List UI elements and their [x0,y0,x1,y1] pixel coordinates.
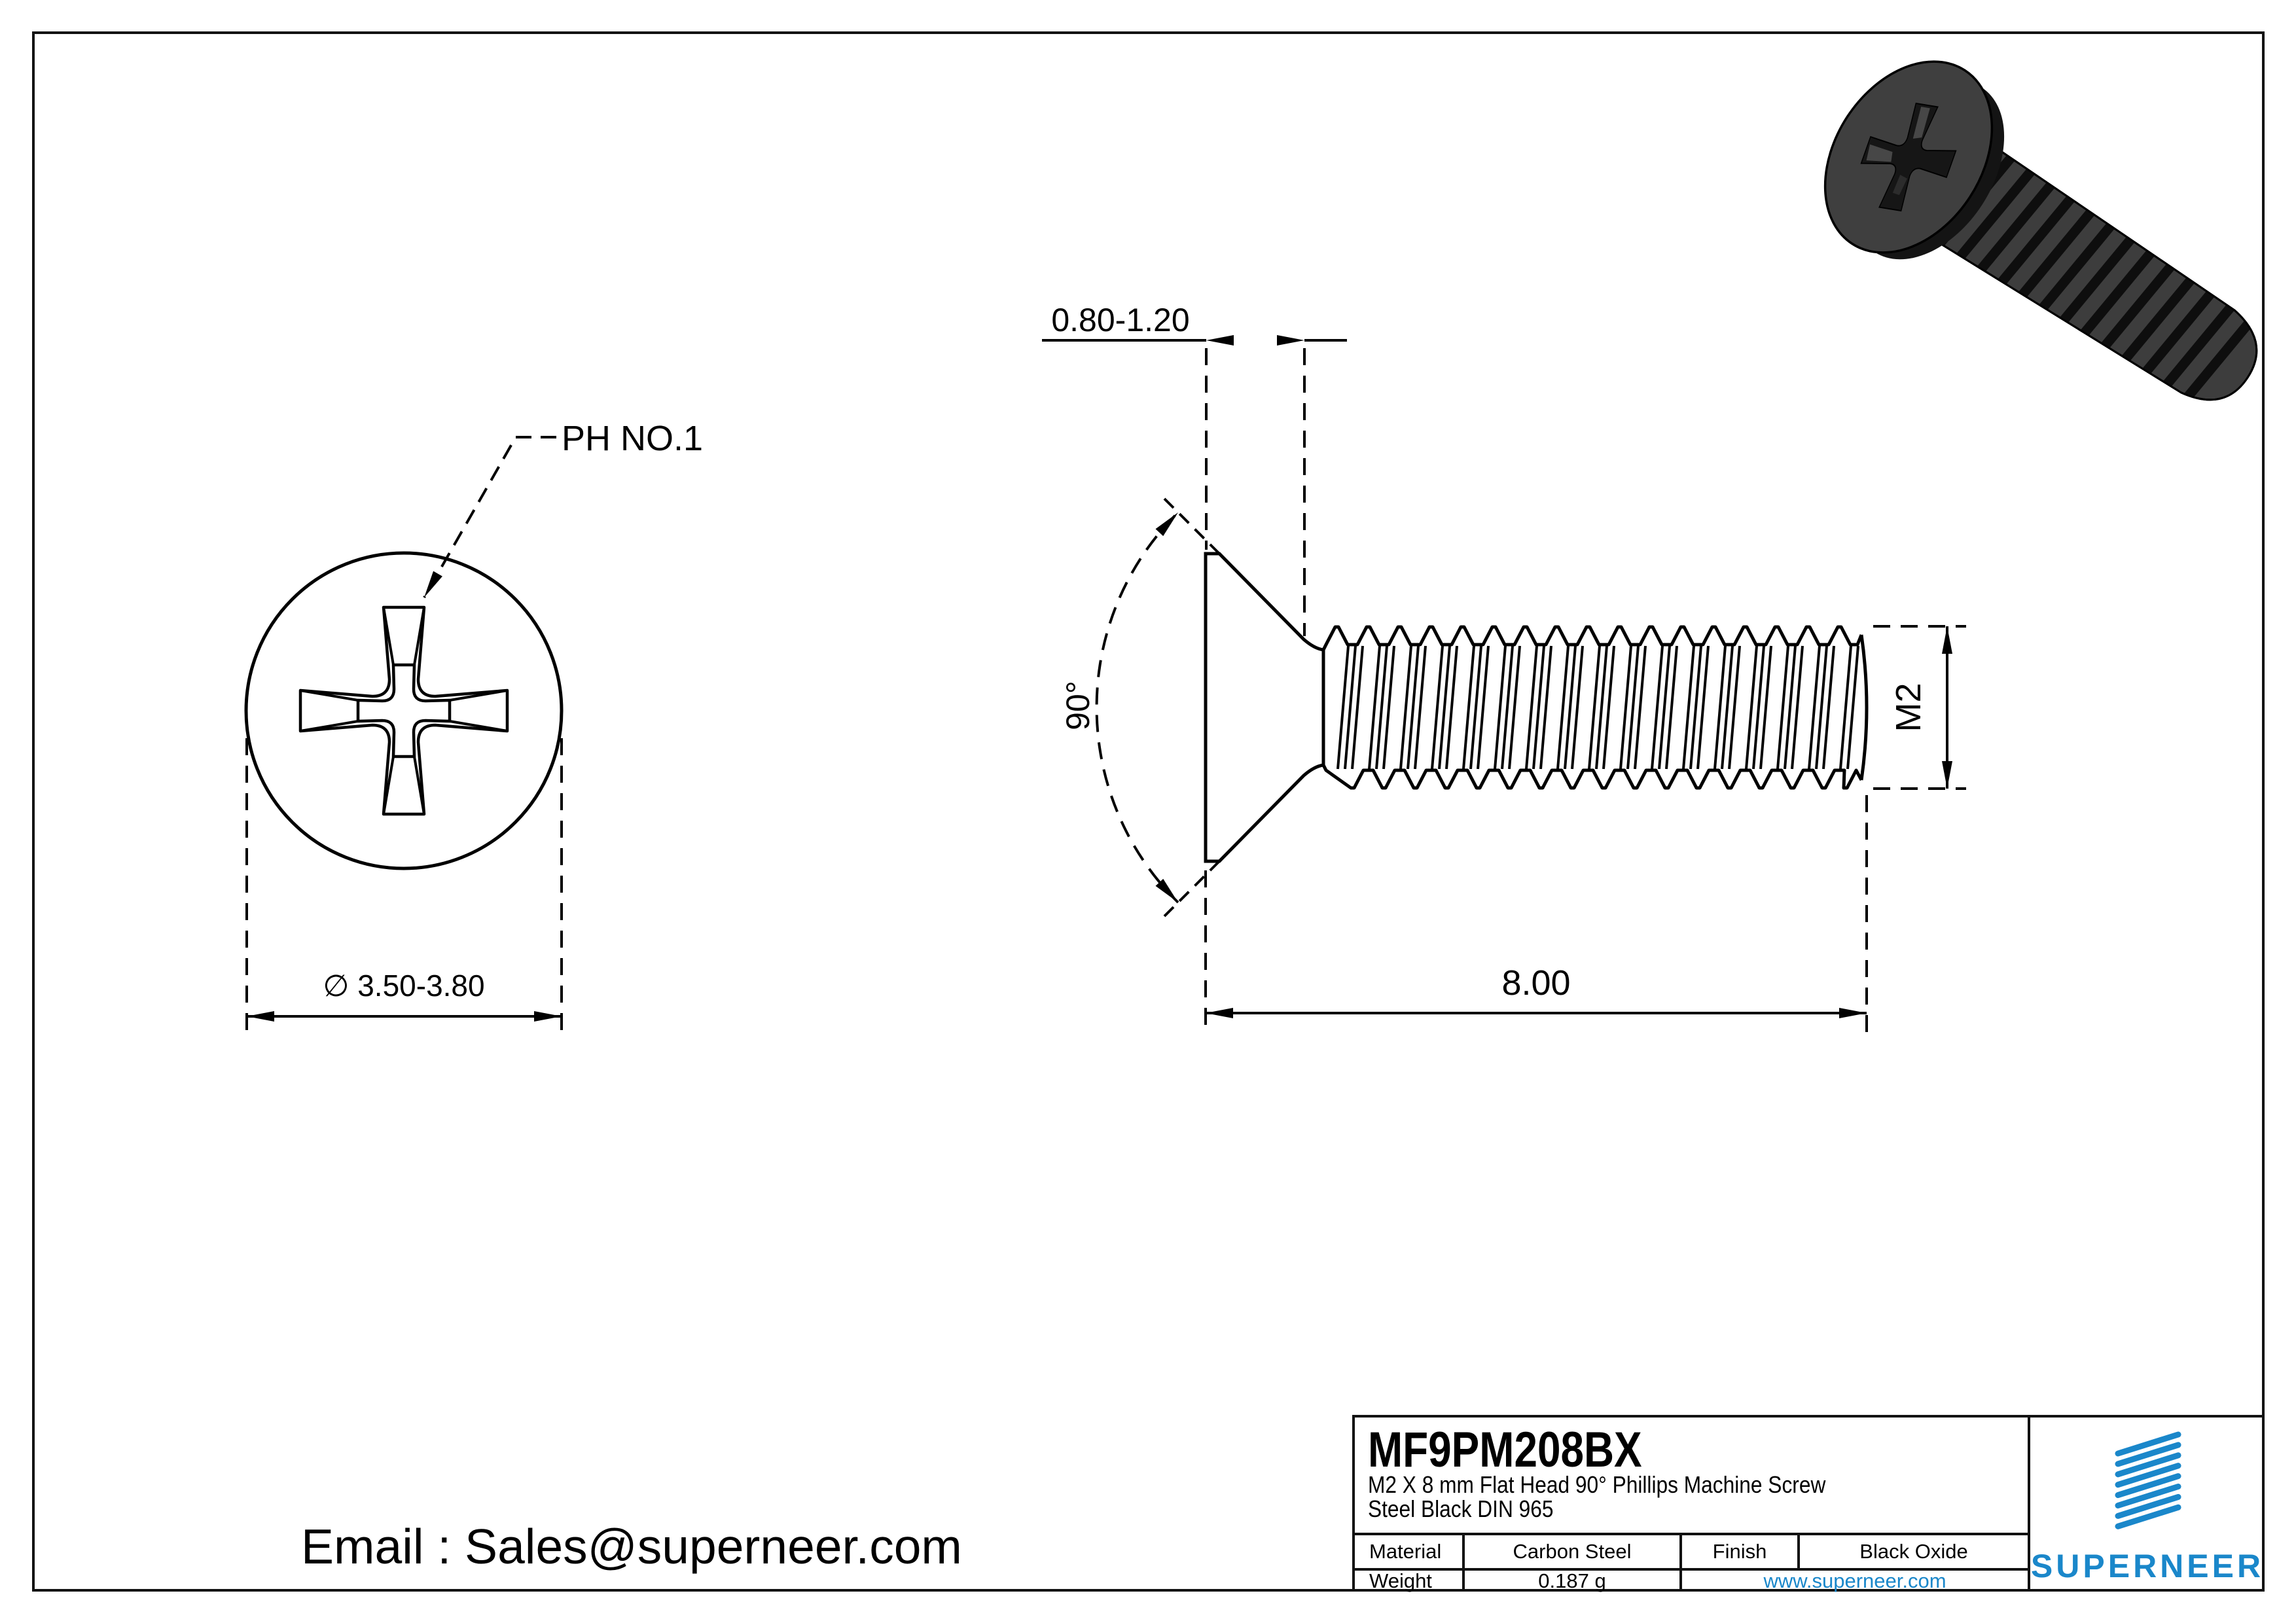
screw-3d-render [1823,60,2263,410]
weight-value: 0.187 g [1462,1568,1679,1592]
headheight-dimension-text: 0.80-1.20 [1051,302,1189,338]
finish-label: Finish [1679,1533,1797,1568]
leader-arrowheads [247,571,562,1022]
finish-value: Black Oxide [1797,1533,2028,1568]
brand-logo-icon [2115,1431,2181,1529]
dimension-arrowheads [1155,335,1952,1018]
website-link[interactable]: www.superneer.com [1679,1568,2028,1592]
screw-side-view: 0.80-1.20 90° M2 8.00 [1042,302,1966,1034]
length-dimension-text: 8.00 [1501,963,1570,1003]
material-value: Carbon Steel [1462,1533,1679,1568]
part-description: M2 X 8 mm Flat Head 90° Phillips Machine… [1368,1472,1825,1521]
description-line-2: Steel Black DIN 965 [1368,1495,1554,1522]
angle-ext-bottom [1163,860,1221,918]
material-label: Material [1355,1533,1462,1568]
thread-profile [1321,625,1869,790]
head-outline-circle [244,551,564,870]
phillips-recess [298,605,509,816]
sheet-border [32,31,2265,1592]
recess-label: PH NO.1 [562,419,703,458]
head-top-view: PH NO.1 ∅ 3.50-3.80 [244,419,703,1035]
m2-dimension-text: M2 [1889,683,1928,732]
brand-name: SUPERNEER [2030,1548,2265,1584]
title-block: MF9PM208BX M2 X 8 mm Flat Head 90° Phill… [1352,1415,2265,1592]
weight-label: Weight [1355,1568,1462,1592]
recess-leader-line [423,436,556,598]
dia-dimension-text: ∅ 3.50-3.80 [323,969,484,1003]
part-number: MF9PM208BX [1368,1422,1642,1478]
angle-ext-top [1163,497,1221,555]
angle-dimension-arc [1095,511,1179,904]
angle-dimension-text: 90° [1060,681,1096,730]
brand-logo-cell: SUPERNEER [2028,1418,2265,1592]
description-line-1: M2 X 8 mm Flat Head 90° Phillips Machine… [1368,1471,1826,1498]
contact-email: Email : Sales@superneer.com [301,1519,962,1574]
